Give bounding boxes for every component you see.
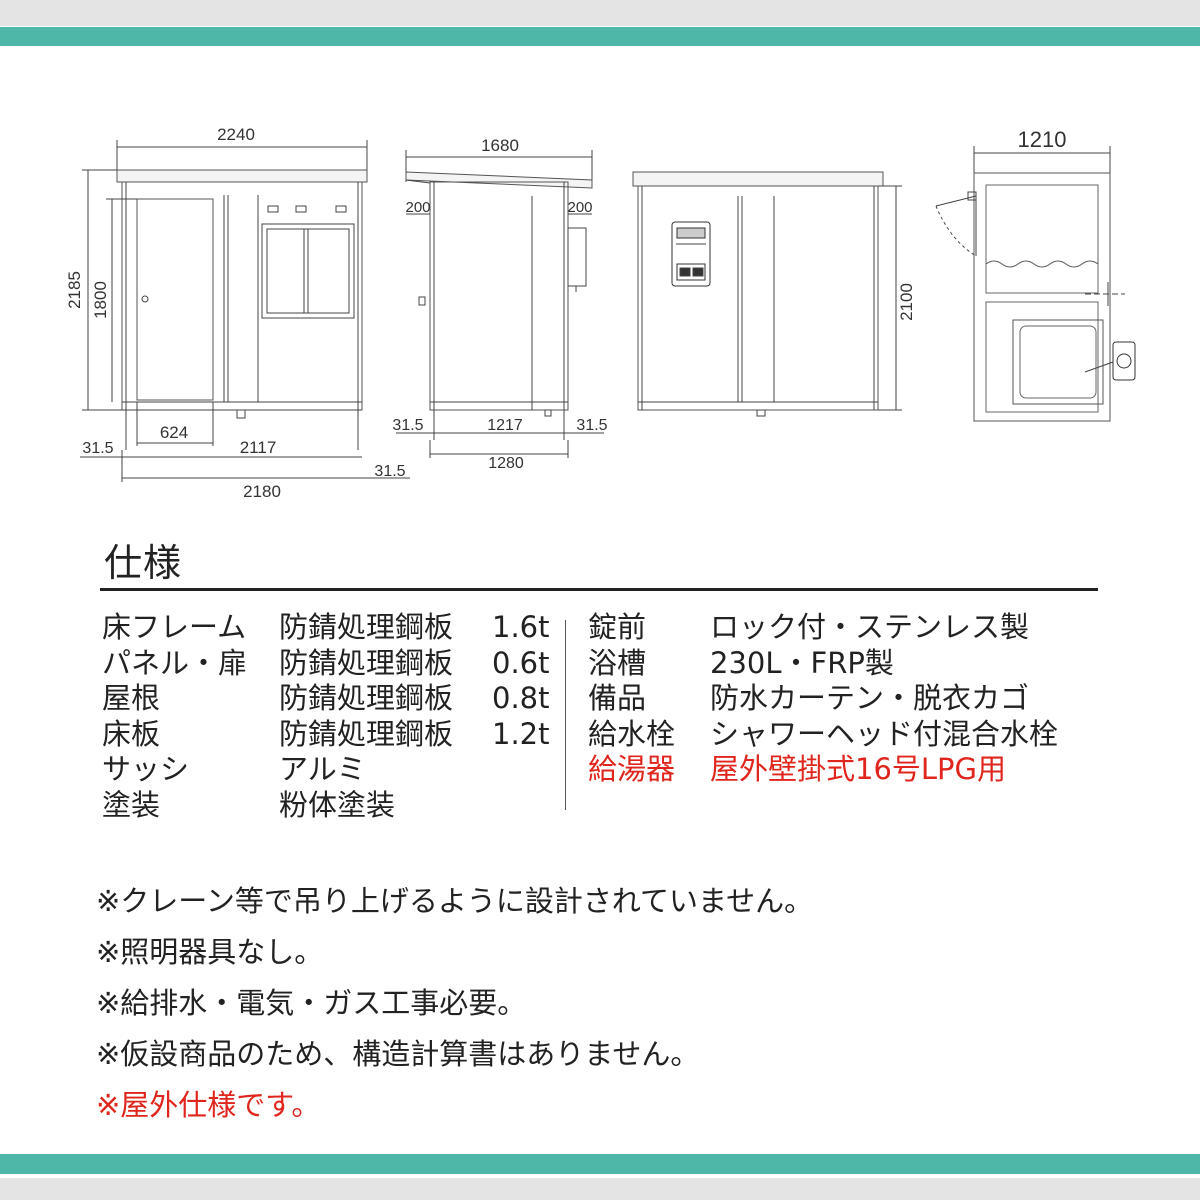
spec-divider [565, 620, 566, 810]
spec-thickness: 0.8t [492, 681, 550, 715]
spec-thickness: 1.2t [492, 716, 550, 751]
dim-plan-width: 1210 [1018, 127, 1067, 152]
spec-value: 防錆処理鋼板 [279, 716, 454, 751]
dim-side-right-edge: 31.5 [576, 417, 607, 434]
dim-side-right-overhang: 200 [567, 199, 592, 216]
spec-thickness: 1.6t [492, 610, 550, 644]
spec-value: 防錆処理鋼板 [279, 645, 454, 680]
back-view: 2100 [632, 171, 916, 417]
spec-rule [100, 588, 1098, 591]
note-item: ※仮設商品のため、構造計算書はありません。 [96, 1037, 700, 1071]
spec-label: 床フレーム [102, 610, 247, 644]
bottom-band [0, 1148, 1200, 1200]
spec-value: 230L・FRP製 [710, 645, 894, 680]
spec-value: 屋外壁掛式16号LPG用 [710, 752, 1007, 786]
dim-front-left-edge: 31.5 [82, 440, 113, 457]
spec-thickness: 0.6t [492, 645, 550, 680]
spec-label: 塗装 [102, 787, 161, 822]
spec-label: 給湯器 [588, 752, 676, 786]
spec-value: 防錆処理鋼板 [279, 610, 454, 644]
front-view: 2240 2185 1800 [65, 125, 410, 501]
spec-value: ロック付・ステンレス製 [710, 610, 1030, 644]
spec-value: アルミ [279, 752, 366, 786]
spec-label: パネル・扉 [102, 645, 248, 680]
spec-value: シャワーヘッド付混合水栓 [710, 716, 1059, 751]
notes-list: ※クレーン等で吊り上げるように設計されていません。 ※照明器具なし。 ※給排水・… [96, 878, 813, 1133]
note-item-highlight: ※屋外仕様です。 [96, 1088, 321, 1122]
dim-front-right-edge: 31.5 [374, 463, 405, 480]
note-item: ※照明器具なし。 [96, 935, 324, 969]
top-band [0, 0, 1200, 50]
dim-side-total-width: 1680 [481, 136, 519, 155]
plan-view: 1210 [935, 127, 1136, 422]
dim-front-door-width: 624 [160, 423, 188, 442]
dim-side-base-width: 1280 [488, 455, 524, 472]
spec-value: 防錆処理鋼板 [279, 681, 454, 715]
dim-front-door-height: 1800 [91, 281, 110, 319]
note-item: ※クレーン等で吊り上げるように設計されていません。 [96, 884, 814, 918]
dim-front-inner-width: 2117 [240, 438, 277, 457]
dim-side-left-edge: 31.5 [392, 417, 423, 434]
spec-title: 仕様 [104, 541, 183, 585]
spec-label: 床板 [102, 716, 161, 751]
note-item: ※給排水・電気・ガス工事必要。 [96, 986, 527, 1020]
spec-value: 粉体塗装 [279, 787, 396, 822]
dim-side-left-overhang: 200 [405, 199, 430, 216]
spec-label: 屋根 [102, 681, 161, 715]
dim-front-base-width: 2180 [243, 482, 281, 501]
spec-label: 給水栓 [588, 716, 676, 751]
dim-side-inner-width: 1217 [487, 417, 523, 434]
spec-label: 備品 [588, 681, 647, 715]
side-view: 1680 200 200 31.5 1217 31.5 1280 [392, 136, 607, 472]
spec-label: 浴槽 [588, 645, 647, 680]
dim-back-height: 2100 [897, 283, 916, 321]
spec-label: サッシ [102, 752, 190, 786]
spec-label: 錠前 [588, 610, 647, 644]
technical-drawings: 2240 2185 1800 [65, 125, 1136, 501]
dim-front-total-height: 2185 [65, 271, 84, 309]
spec-value: 防水カーテン・脱衣カゴ [710, 681, 1030, 715]
dim-front-total-width: 2240 [217, 125, 255, 144]
